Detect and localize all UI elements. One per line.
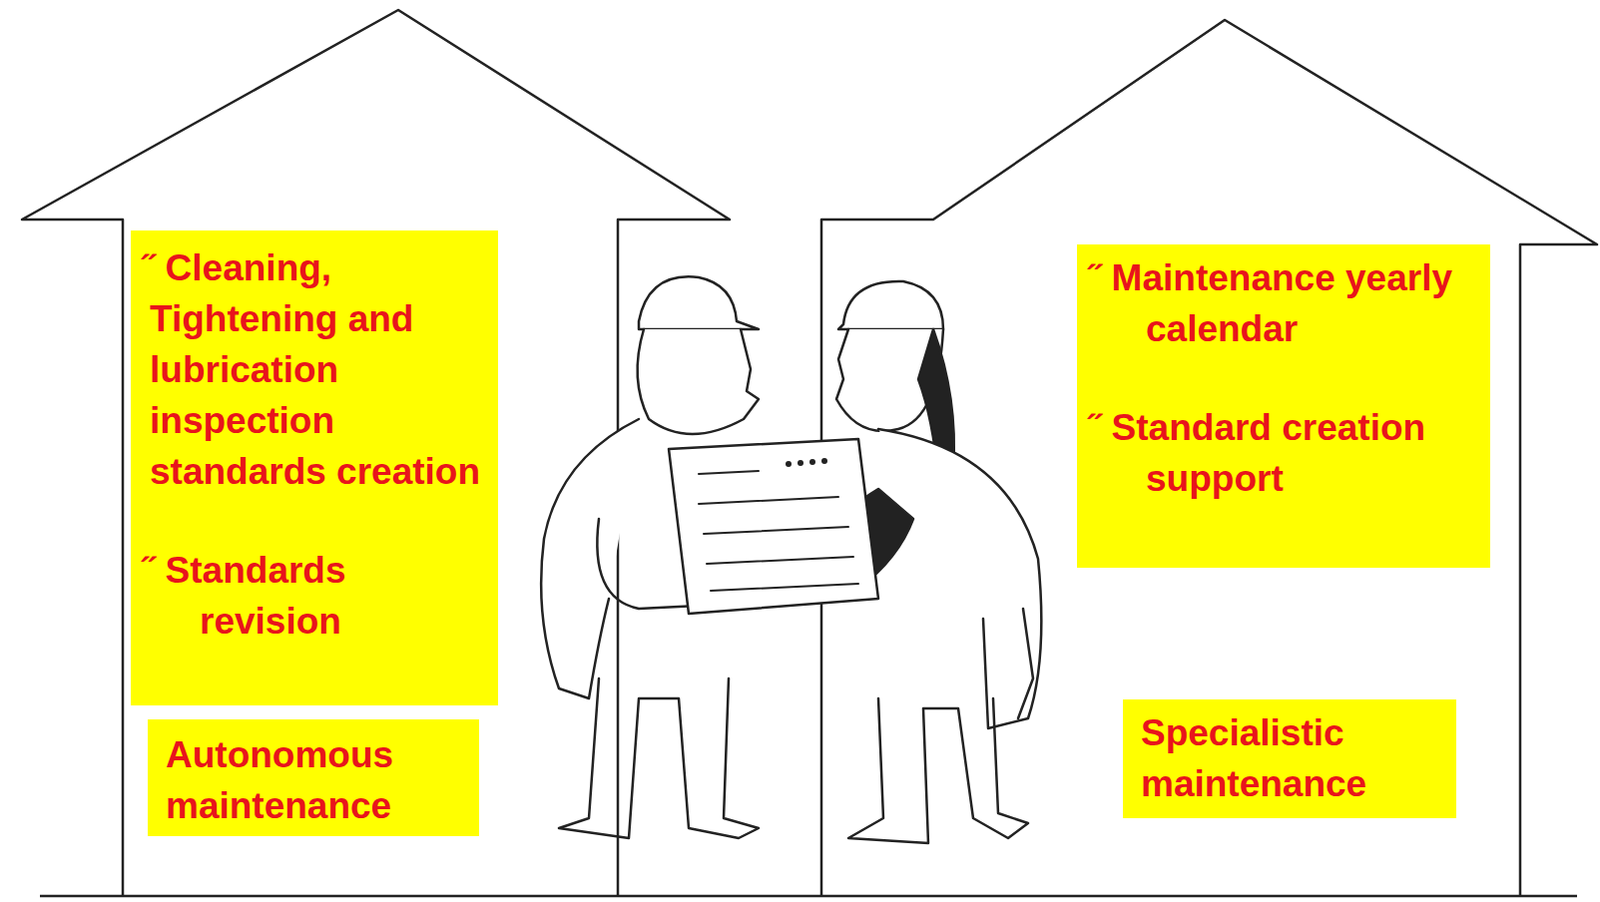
- box-text: Autonomous maintenance: [165, 729, 472, 832]
- right-worker-helmet: [838, 281, 944, 330]
- right-worker-body: [878, 429, 1042, 729]
- text-box: ˝ Maintenance yearly calendar ˝ Standard …: [1076, 244, 1491, 568]
- left-worker-head: [637, 329, 759, 435]
- chart-sheet: [668, 439, 879, 614]
- text-box: ˝ Cleaning, Tightening and lubrication i…: [130, 230, 499, 706]
- box-text: ˝ Standards revision: [130, 544, 491, 647]
- box-text: ˝ Standard creation support: [1076, 402, 1483, 505]
- box-text: ˝ Maintenance yearly calendar: [1076, 252, 1483, 355]
- label-box: Specialistic maintenance: [1122, 699, 1457, 819]
- right-worker-legs: [848, 698, 1029, 844]
- left-worker-helmet: [638, 276, 759, 330]
- label-box: Autonomous maintenance: [147, 719, 480, 837]
- right-worker-tool: [1018, 608, 1034, 719]
- left-house-outline: [21, 9, 730, 897]
- left-worker-legs: [558, 678, 759, 839]
- left-worker-body: [540, 419, 639, 699]
- chart-dots: [785, 458, 828, 468]
- box-text: ˝ Cleaning, Tightening and lubrication i…: [130, 242, 491, 498]
- box-text: Specialistic maintenance: [1140, 707, 1449, 810]
- right-house-outline: [821, 19, 1598, 897]
- chart-lines: [698, 471, 859, 591]
- workers-cartoon: [540, 276, 1042, 844]
- ground-line: [39, 895, 1578, 899]
